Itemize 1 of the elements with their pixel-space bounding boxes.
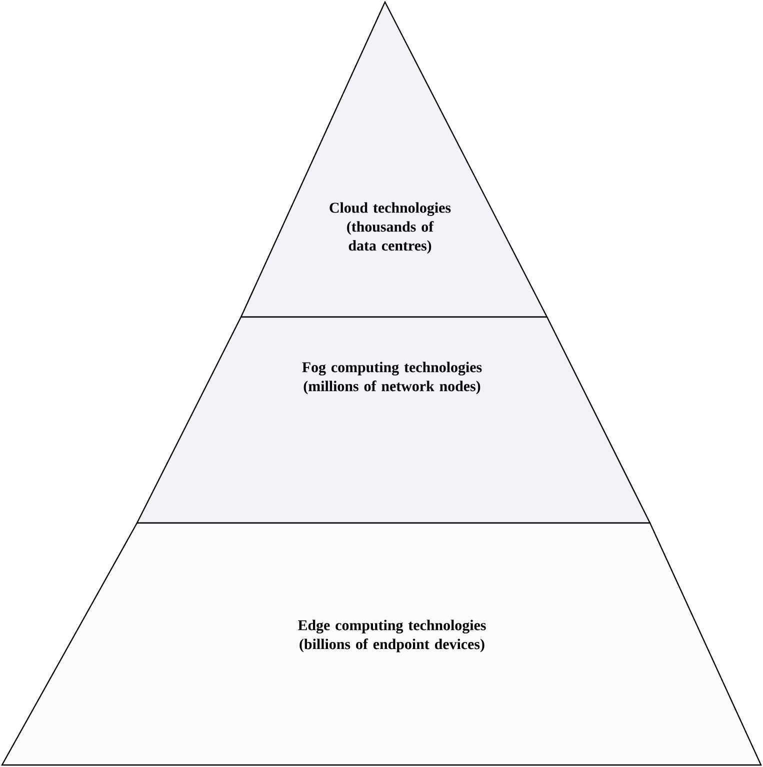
- pyramid-tier: Fog computing technologies (millions of network nodes): [136, 316, 651, 524]
